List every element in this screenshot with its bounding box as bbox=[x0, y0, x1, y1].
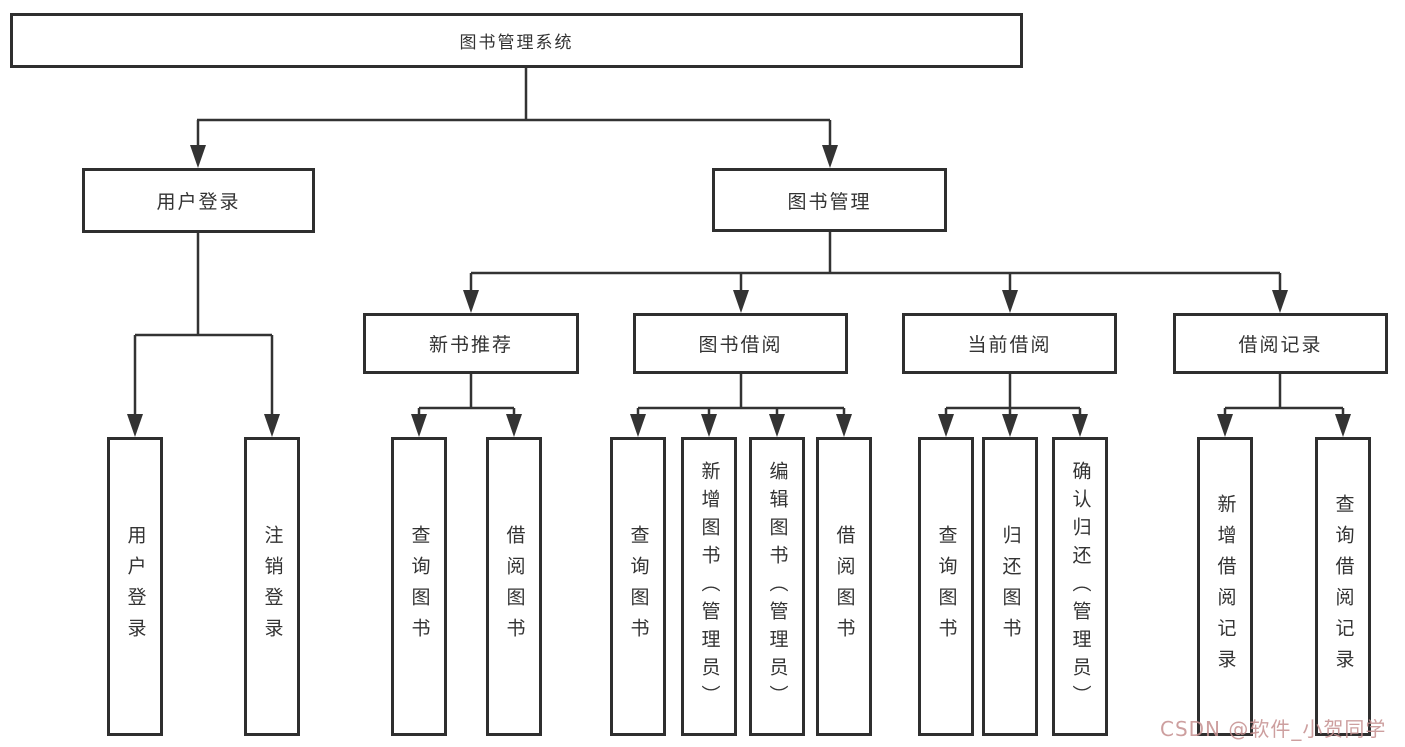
leaf-query-books-2: 查询图书 bbox=[610, 437, 666, 736]
leaf-label: 查询图书 bbox=[408, 524, 431, 649]
leaf-logout: 注销登录 bbox=[244, 437, 300, 736]
node-library-system: 图书管理系统 bbox=[10, 13, 1023, 68]
leaf-label: 查询图书 bbox=[627, 524, 650, 649]
node-label: 图书管理 bbox=[787, 190, 872, 213]
leaf-borrow-books-2: 借阅图书 bbox=[816, 437, 872, 736]
node-new-book-recommend: 新书推荐 bbox=[363, 313, 579, 374]
leaf-query-books-1: 查询图书 bbox=[391, 437, 447, 736]
arrowheads bbox=[127, 145, 1351, 437]
node-label: 当前借阅 bbox=[967, 334, 1052, 356]
leaf-user-login: 用户登录 bbox=[107, 437, 163, 736]
leaf-borrow-books-1: 借阅图书 bbox=[486, 437, 542, 736]
leaf-label: 查询图书 bbox=[935, 524, 958, 649]
leaf-query-borrow-record: 查询借阅记录 bbox=[1315, 437, 1371, 736]
node-label: 图书借阅 bbox=[698, 334, 783, 356]
leaf-label: 用户登录 bbox=[124, 524, 147, 649]
leaf-label: 注销登录 bbox=[261, 524, 284, 649]
node-user-login: 用户登录 bbox=[82, 168, 315, 233]
csdn-watermark: CSDN @软件_小贺同学 bbox=[1160, 717, 1387, 741]
node-book-borrow: 图书借阅 bbox=[633, 313, 848, 374]
leaf-confirm-return-admin: 确认归还（管理员） bbox=[1052, 437, 1108, 736]
node-label: 用户登录 bbox=[156, 191, 241, 213]
node-current-borrow: 当前借阅 bbox=[902, 313, 1117, 374]
leaf-label: 确认归还（管理员） bbox=[1069, 460, 1092, 713]
node-book-management: 图书管理 bbox=[712, 168, 947, 232]
node-label: 借阅记录 bbox=[1238, 334, 1323, 356]
leaf-label: 借阅图书 bbox=[503, 524, 526, 649]
node-label: 新书推荐 bbox=[428, 334, 513, 356]
leaf-query-books-3: 查询图书 bbox=[918, 437, 974, 736]
leaf-add-book-admin: 新增图书（管理员） bbox=[681, 437, 737, 736]
leaf-label: 新增借阅记录 bbox=[1214, 493, 1237, 680]
node-label: 图书管理系统 bbox=[459, 33, 574, 53]
leaf-label: 新增图书（管理员） bbox=[698, 460, 721, 713]
leaf-edit-book-admin: 编辑图书（管理员） bbox=[749, 437, 805, 736]
leaf-add-borrow-record: 新增借阅记录 bbox=[1197, 437, 1253, 736]
leaf-label: 归还图书 bbox=[999, 524, 1022, 649]
leaf-label: 编辑图书（管理员） bbox=[766, 460, 789, 713]
connector-lines bbox=[133, 68, 1345, 417]
leaf-label: 查询借阅记录 bbox=[1332, 493, 1355, 680]
node-borrow-records: 借阅记录 bbox=[1173, 313, 1388, 374]
leaf-label: 借阅图书 bbox=[833, 524, 856, 649]
leaf-return-books: 归还图书 bbox=[982, 437, 1038, 736]
